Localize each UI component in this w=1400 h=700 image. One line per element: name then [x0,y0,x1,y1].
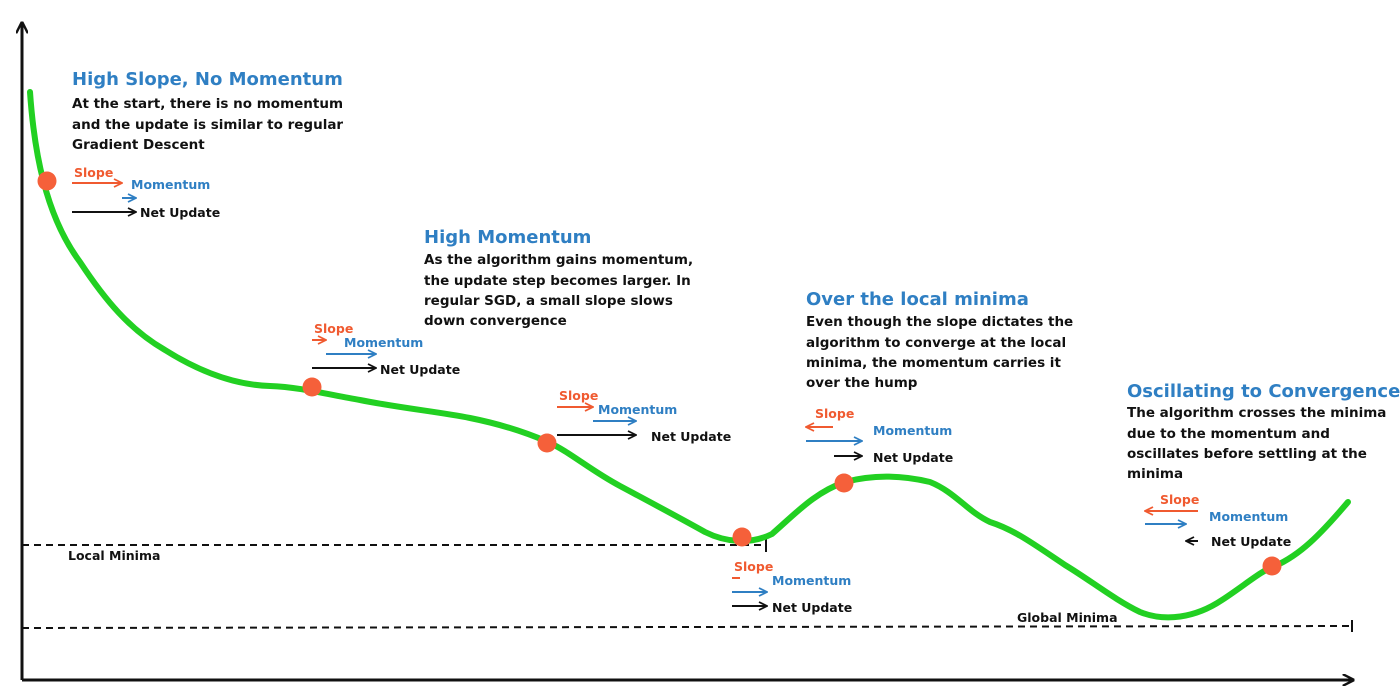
global-minima-label: Global Minima [1017,610,1118,625]
momentum-label: Momentum [598,402,677,417]
stage-1-title: High Slope, No Momentum [72,69,343,90]
stage-1-annotation: High Slope, No Momentum At the start, th… [72,69,343,153]
net-update-label: Net Update [140,205,220,220]
point-oscillation [1262,556,1282,576]
point-hump [834,473,854,493]
slope-label: Slope [74,165,113,180]
momentum-label: Momentum [344,335,423,350]
point-start [37,171,57,191]
net-update-label: Net Update [772,600,852,615]
stage-3-desc-line-3: regular SGD, a small slope slows [424,293,673,309]
stage-3-desc-line-1: As the algorithm gains momentum, [424,252,693,268]
stage-6-title: Oscillating to Convergence [1127,381,1400,402]
stage-5-desc-line-2: algorithm to converge at the local [806,335,1066,351]
stage-6-vectors: Slope Momentum Net Update [1145,492,1291,549]
stage-3-title: High Momentum [424,227,591,248]
stage-1-desc-line-3: Gradient Descent [72,137,205,153]
momentum-label: Momentum [772,573,851,588]
stage-3-annotation: High Momentum As the algorithm gains mom… [424,227,693,329]
momentum-label: Momentum [873,423,952,438]
slope-label: Slope [1160,492,1199,507]
stage-6-desc-line-2: due to the momentum and [1127,426,1330,442]
stage-6-annotation: Oscillating to Convergence The algorithm… [1127,381,1400,482]
net-update-label: Net Update [380,362,460,377]
local-minima-label: Local Minima [68,548,160,563]
slope-label: Slope [815,406,854,421]
slope-label: Slope [734,559,773,574]
net-update-label: Net Update [873,450,953,465]
stage-3-desc-line-2: the update step becomes larger. In [424,273,691,289]
momentum-label: Momentum [1209,509,1288,524]
stage-1-desc-line-2: and the update is similar to regular [72,117,343,133]
stage-5-annotation: Over the local minima Even though the sl… [806,289,1073,391]
stage-6-desc-line-1: The algorithm crosses the minima [1127,405,1386,421]
stage-5-title: Over the local minima [806,289,1029,310]
global-minima-line [21,625,1353,629]
net-update-label: Net Update [1211,534,1291,549]
stage-4-vectors: Slope Momentum Net Update [732,559,852,615]
stage-1-desc-line-1: At the start, there is no momentum [72,96,343,112]
stage-5-desc-line-1: Even though the slope dictates the [806,314,1073,330]
stage-3-desc-line-4: down convergence [424,313,567,329]
stage-5-desc-line-3: minima, the momentum carries it [806,355,1061,371]
momentum-label: Momentum [131,177,210,192]
stage-5-vectors: Slope Momentum Net Update [806,406,953,465]
slope-label: Slope [314,321,353,336]
stage-6-desc-line-4: minima [1127,466,1183,482]
stage-1-vectors: Slope Momentum Net Update [72,165,220,220]
point-high-momentum [537,433,557,453]
slope-label: Slope [559,388,598,403]
point-local-minimum [732,527,752,547]
point-plateau [302,377,322,397]
net-update-label: Net Update [651,429,731,444]
stage-2-vectors: Slope Momentum Net Update [312,321,460,377]
stage-6-desc-line-3: oscillates before settling at the [1127,446,1367,462]
stage-5-desc-line-4: over the hump [806,375,918,391]
stage-3-vectors: Slope Momentum Net Update [557,388,731,444]
loss-curve [27,89,1351,621]
